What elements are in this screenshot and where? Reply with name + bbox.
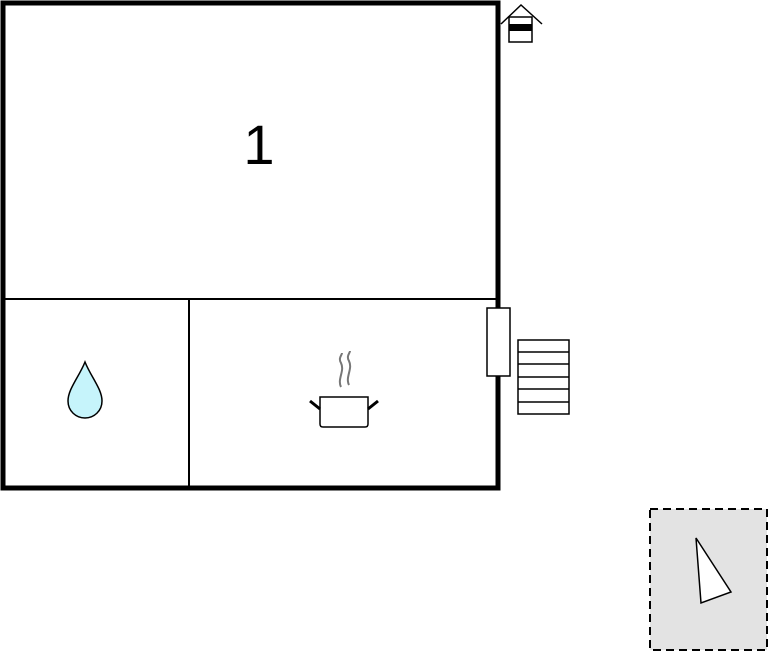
cooking-pot-icon [309,350,379,428]
water-drop-icon [67,359,103,419]
north-arrow-icon [649,508,768,651]
stairs-icon [517,339,570,415]
building-outline [0,0,501,491]
room-label: 1 [243,113,274,176]
door-icon [486,307,511,377]
house-entrance-icon [500,3,543,43]
